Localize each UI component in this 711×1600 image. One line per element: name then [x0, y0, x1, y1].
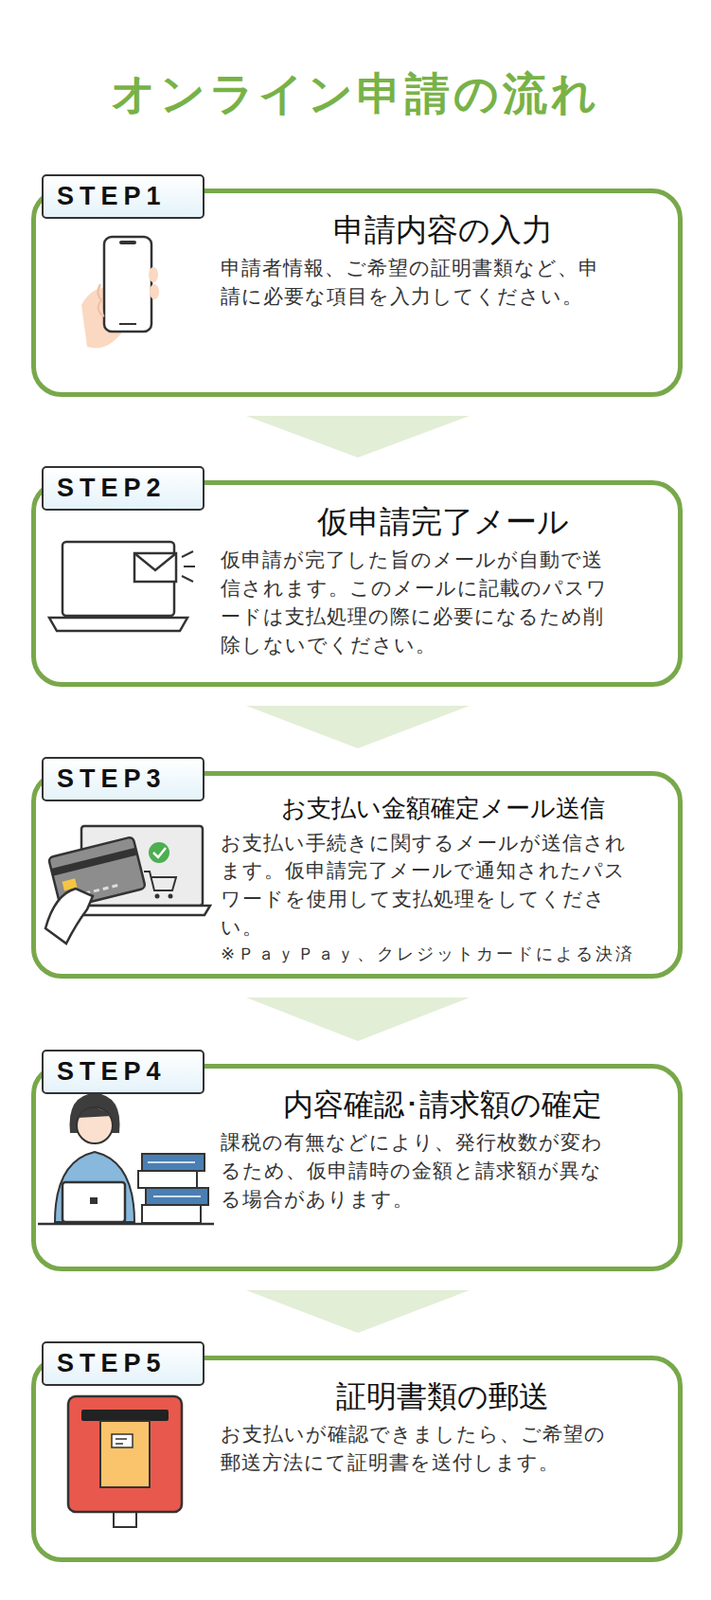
step-note: ※ＰａｙＰａｙ、クレジットカードによる決済 [220, 942, 665, 964]
step-description: 申請者情報、ご希望の証明書類など、申請に必要な項目を入力してください。 [220, 254, 609, 312]
step-description: 課税の有無などにより、発行枚数が変わるため、仮申請時の金額と請求額が異なる場合が… [220, 1128, 619, 1213]
step-tab: STEP2 [41, 465, 205, 511]
phone-icon [81, 236, 160, 348]
step-box: 内容確認･請求額の確定課税の有無などにより、発行枚数が変わるため、仮申請時の金額… [31, 1063, 683, 1271]
step-tab: STEP1 [41, 174, 205, 219]
laptop-mail-icon [49, 541, 196, 631]
payment-icon [45, 825, 211, 943]
step-tab: STEP5 [41, 1340, 205, 1386]
step-heading: 内容確認･請求額の確定 [220, 1084, 665, 1123]
text-column: 内容確認･請求額の確定課税の有無などにより、発行枚数が変わるため、仮申請時の金額… [220, 1084, 665, 1213]
step-tab: STEP3 [41, 756, 205, 801]
step-box: お支払い金額確定メール送信お支払い手続きに関するメールが送信されます。仮申請完了… [31, 770, 683, 978]
postbox-icon [68, 1395, 182, 1527]
flow-chevron [246, 415, 470, 458]
step-description: お支払い手続きに関するメールが送信されます。仮申請完了メールで通知されたパスワー… [220, 829, 647, 943]
step-description: お支払いが確認できましたら、ご希望の郵送方法にて証明書を送付します。 [220, 1420, 619, 1477]
step-heading: 証明書類の郵送 [220, 1376, 665, 1415]
step-description: 仮申請が完了した旨のメールが自動で送信されます。このメールに記載のパスワードは支… [220, 546, 609, 659]
step-box: 仮申請完了メール仮申請が完了した旨のメールが自動で送信されます。このメールに記載… [31, 479, 683, 687]
text-column: お支払い金額確定メール送信お支払い手続きに関するメールが送信されます。仮申請完了… [220, 792, 665, 964]
flow-chevron [246, 705, 470, 748]
step-heading: 申請内容の入力 [220, 210, 665, 249]
staff-icon [37, 1092, 214, 1224]
step-tab: STEP4 [41, 1048, 205, 1094]
text-column: 証明書類の郵送お支払いが確認できましたら、ご希望の郵送方法にて証明書を送付します… [220, 1376, 665, 1477]
step-box: 申請内容の入力申請者情報、ご希望の証明書類など、申請に必要な項目を入力してくださ… [31, 188, 683, 397]
text-column: 仮申請完了メール仮申請が完了した旨のメールが自動で送信されます。このメールに記載… [220, 501, 665, 660]
step-box: 証明書類の郵送お支払いが確認できましたら、ご希望の郵送方法にて証明書を送付します… [31, 1354, 683, 1562]
flow-chevron [246, 996, 470, 1041]
text-column: 申請内容の入力申請者情報、ご希望の証明書類など、申請に必要な項目を入力してくださ… [220, 210, 665, 312]
flow-chevron [246, 1289, 470, 1333]
page-title: オンライン申請の流れ [0, 64, 711, 125]
step-heading: 仮申請完了メール [220, 501, 665, 541]
step-heading: お支払い金額確定メール送信 [220, 792, 665, 824]
